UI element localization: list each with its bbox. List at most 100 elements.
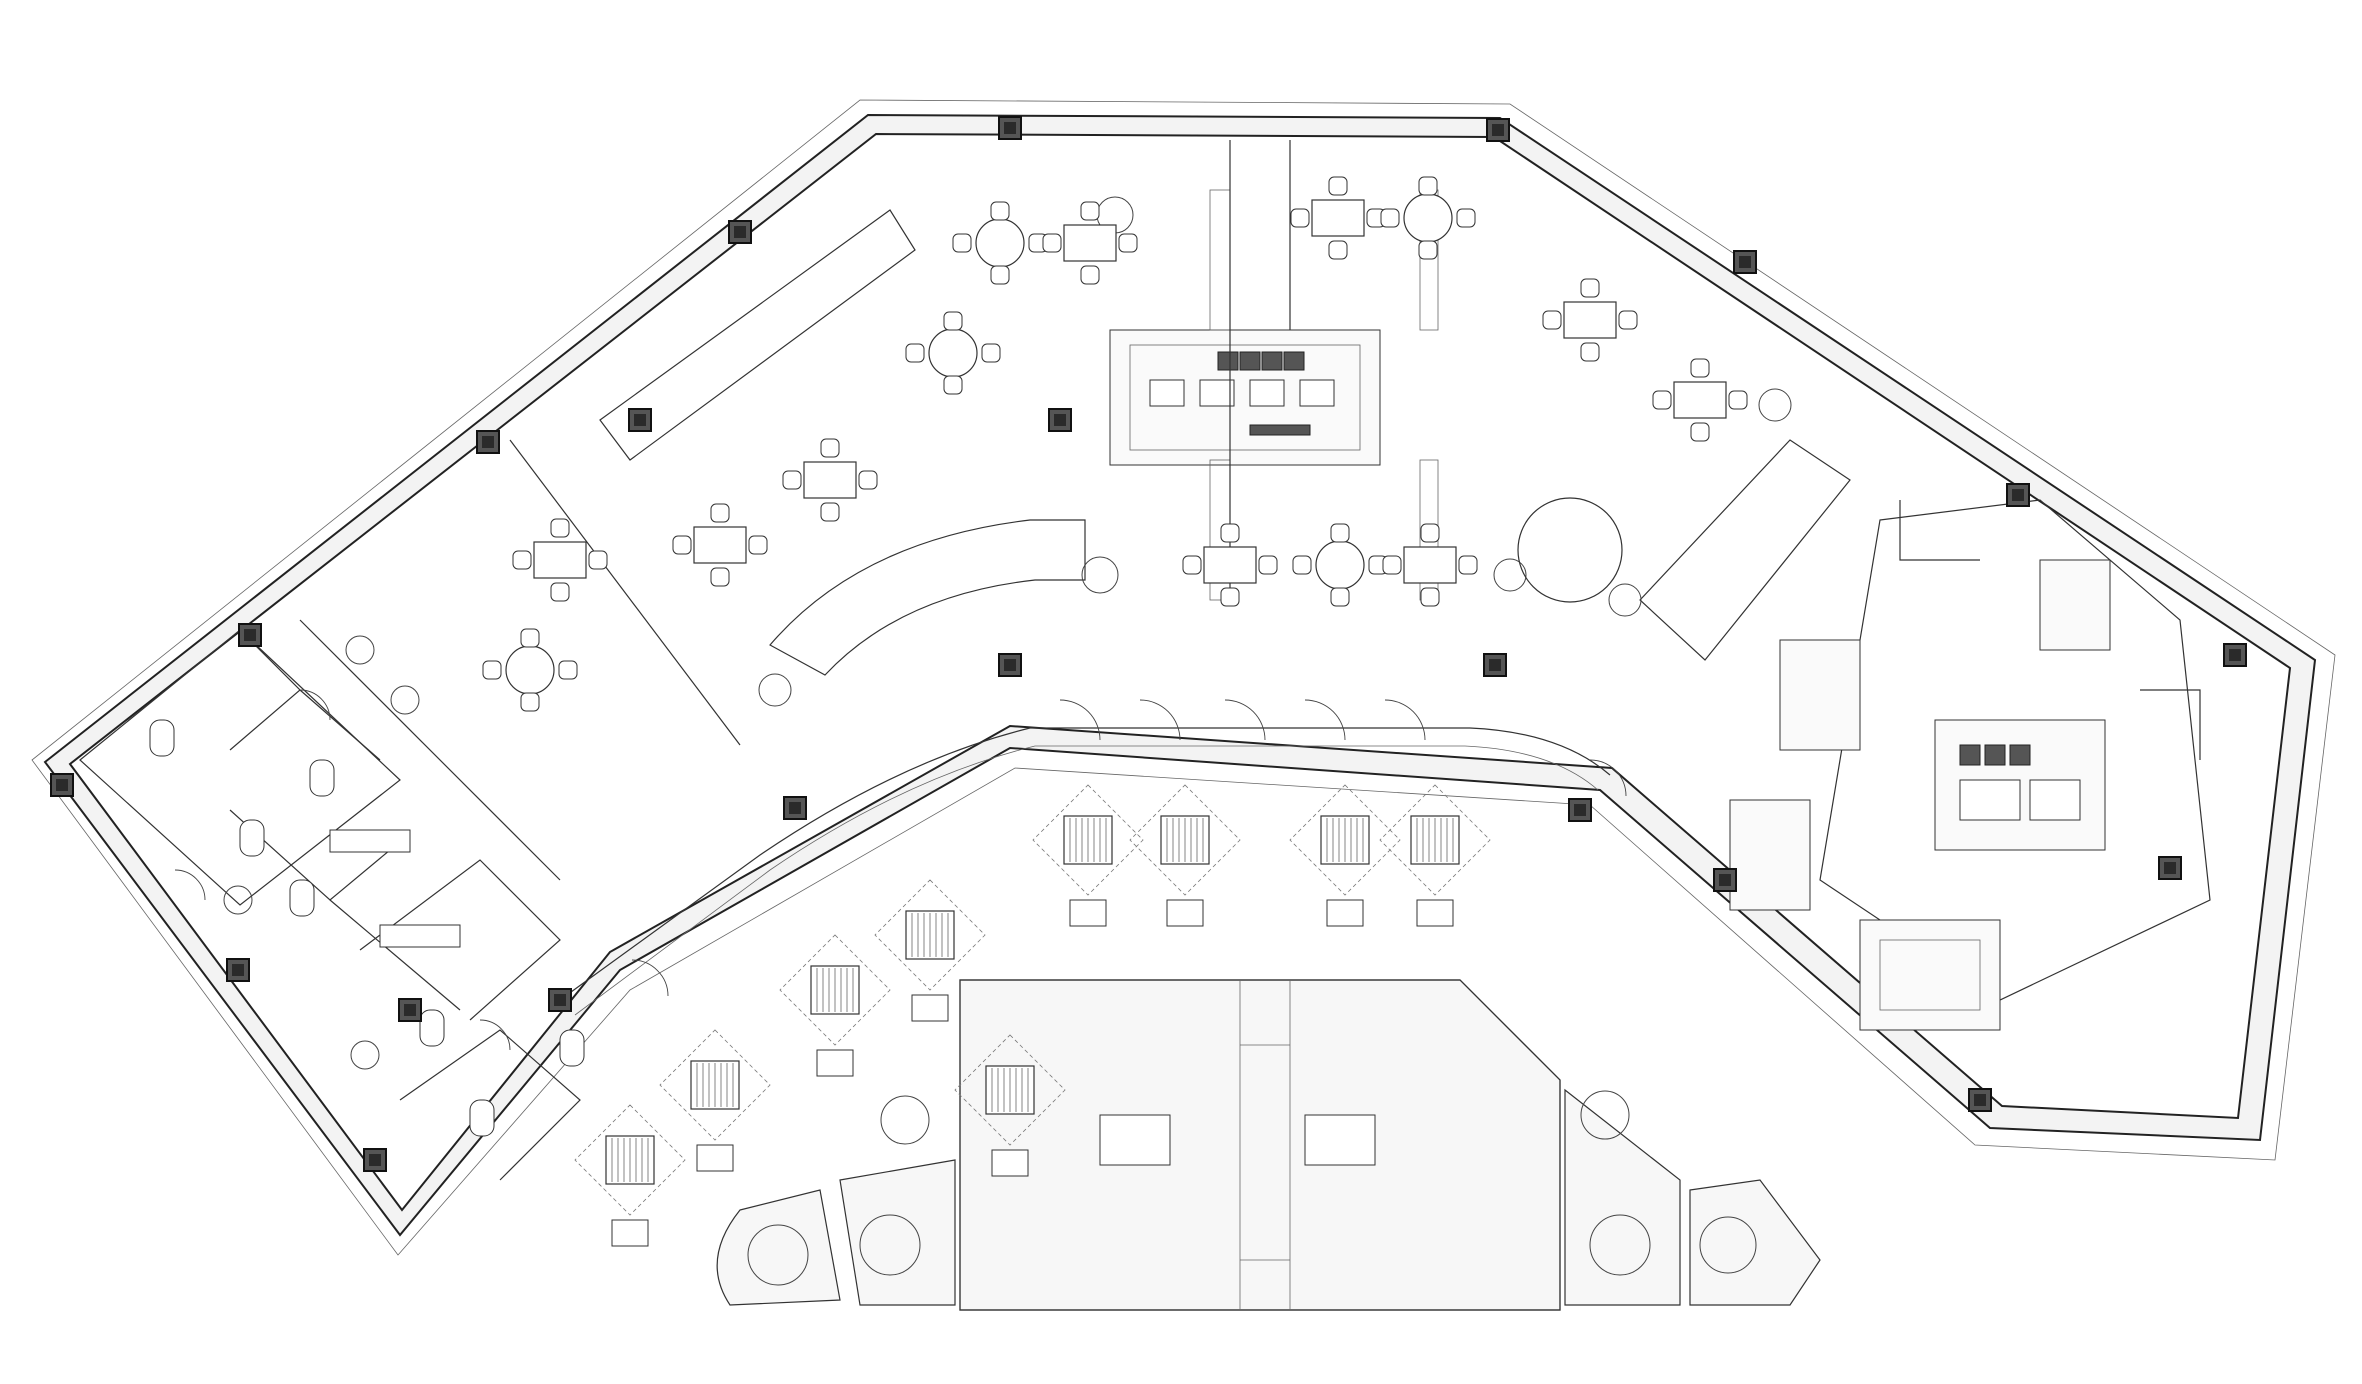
chair [905, 343, 925, 363]
column [548, 988, 572, 1012]
chair [820, 502, 840, 522]
column [1968, 1088, 1992, 1112]
chair [1182, 555, 1202, 575]
dining-table [512, 518, 608, 602]
column [1048, 408, 1072, 432]
chair [820, 438, 840, 458]
column [238, 623, 262, 647]
chair [482, 660, 502, 680]
chair [1418, 176, 1438, 196]
chair [943, 311, 963, 331]
toilet-icon [289, 879, 315, 917]
chair [990, 201, 1010, 221]
chair [550, 518, 570, 538]
chair [1652, 390, 1672, 410]
glazing-line [559, 727, 1611, 1001]
terrace-table [659, 1029, 771, 1172]
right-banquette [1639, 439, 1851, 661]
dining-table [1290, 176, 1386, 260]
chair [1580, 342, 1600, 362]
left-banquette [599, 209, 916, 461]
dining-table [1380, 176, 1476, 260]
chair [1420, 523, 1440, 543]
chair [1330, 587, 1350, 607]
dining-table [952, 201, 1048, 285]
chair [748, 535, 768, 555]
sink-counter [329, 829, 411, 853]
back-kitchen [1729, 499, 2211, 1031]
chair [710, 503, 730, 523]
terrace-tables [574, 784, 1491, 1247]
chair [1618, 310, 1638, 330]
curved-banquette [769, 519, 1086, 676]
dining-table [1542, 278, 1638, 362]
chair [710, 567, 730, 587]
chair [558, 660, 578, 680]
column [998, 116, 1022, 140]
dining-table [1382, 523, 1478, 607]
dining-tables [482, 176, 1748, 712]
sink-counter [379, 924, 461, 948]
restroom-block [79, 629, 585, 1181]
chair [952, 233, 972, 253]
dining-table [1292, 523, 1388, 607]
chair [1380, 208, 1400, 228]
chair [1328, 176, 1348, 196]
column [1483, 653, 1507, 677]
column [628, 408, 652, 432]
dining-table [672, 503, 768, 587]
dining-table [482, 628, 578, 712]
chair [1292, 555, 1312, 575]
chair [672, 535, 692, 555]
chair [981, 343, 1001, 363]
chair [943, 375, 963, 395]
toilet-icon [469, 1099, 495, 1137]
column [728, 220, 752, 244]
dining-table [1182, 523, 1278, 607]
chair [1258, 555, 1278, 575]
chair [1220, 587, 1240, 607]
dining-table [782, 438, 878, 522]
chair [1042, 233, 1062, 253]
structural-columns [50, 116, 2247, 1172]
terrace-table [1379, 784, 1491, 927]
deck-planter [1099, 1114, 1171, 1166]
chair [588, 550, 608, 570]
chair [1220, 523, 1240, 543]
chair [512, 550, 532, 570]
left-planter [716, 1189, 841, 1306]
column [2158, 856, 2182, 880]
chair [1328, 240, 1348, 260]
right-planter [1564, 1088, 1681, 1306]
room-divider-2 [299, 619, 561, 881]
chair [1456, 208, 1476, 228]
dining-table [1042, 201, 1138, 285]
central-bar [1109, 329, 1381, 466]
chair [1580, 278, 1600, 298]
outdoor-deck [959, 979, 1561, 1311]
chair [1690, 358, 1710, 378]
terrace-table [1032, 784, 1144, 927]
door-swings [174, 689, 1627, 1051]
site-boundary [31, 99, 2336, 1256]
toilet-icon [149, 719, 175, 757]
toilet-icon [419, 1009, 445, 1047]
deck-planter [1304, 1114, 1376, 1166]
column [783, 796, 807, 820]
terrace-table [574, 1104, 686, 1247]
chair [990, 265, 1010, 285]
chair [1728, 390, 1748, 410]
chair [1080, 201, 1100, 221]
column [476, 430, 500, 454]
right-planter-2 [1689, 1179, 1821, 1306]
chair [520, 692, 540, 712]
tree-icons [223, 196, 1792, 1286]
chair [1330, 523, 1350, 543]
column [1733, 250, 1757, 274]
terrace-table [874, 879, 986, 1022]
chair [520, 628, 540, 648]
column [2006, 483, 2030, 507]
terrace-table [1129, 784, 1241, 927]
chair [1458, 555, 1478, 575]
